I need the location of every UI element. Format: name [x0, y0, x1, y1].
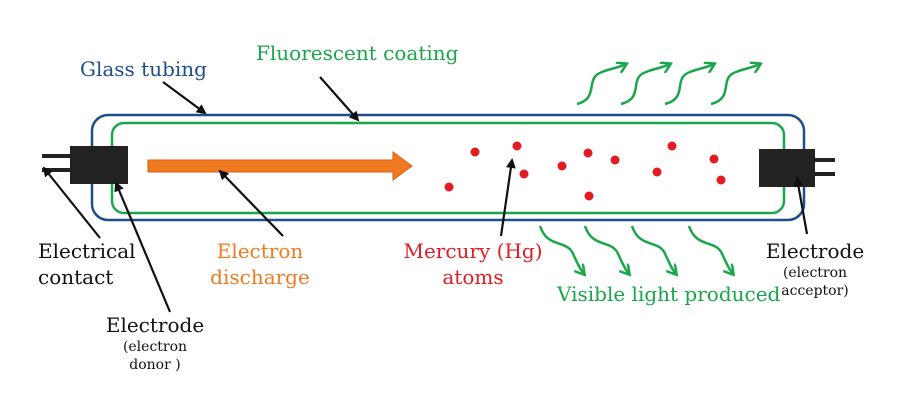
light-ray [538, 225, 584, 274]
electrode-right-sub2: acceptor) [781, 283, 849, 299]
electrode-left-sub1: (electron [122, 339, 188, 355]
mercury-line1: Mercury (Hg) [403, 239, 543, 263]
glass-tubing-pointer [162, 81, 207, 115]
light-ray [630, 225, 676, 274]
mercury-atom [584, 191, 594, 201]
fluorescent-coating-label: Fluorescent coating [256, 41, 459, 65]
light-ray [664, 64, 714, 106]
electrode-left-pointer [114, 181, 172, 313]
light-rays-bottom [538, 225, 733, 274]
light-ray [583, 225, 629, 274]
mercury-atom [444, 182, 454, 192]
light-ray [620, 64, 670, 106]
light-rays-top [576, 64, 760, 106]
mercury-atom [716, 175, 726, 185]
mercury-line2: atoms [442, 265, 504, 289]
right-electrode [759, 149, 835, 187]
mercury-atoms-label: Mercury (Hg) atoms [398, 238, 548, 290]
electrical-contact-line1: Electrical [38, 239, 136, 263]
mercury-pointer [499, 158, 516, 237]
electrical-contact-label: Electrical contact [38, 238, 136, 290]
electrode-left-title: Electrode [105, 313, 205, 337]
coating-pointer [319, 76, 360, 122]
electrical-contact-pointer [42, 166, 101, 239]
electrode-left-sub2: donor ) [129, 357, 181, 373]
mercury-atom [583, 148, 593, 158]
light-ray [576, 64, 626, 106]
glass-tubing-label: Glass tubing [80, 57, 207, 81]
mercury-atoms [444, 141, 726, 201]
electron-discharge-label: Electron discharge [210, 238, 310, 290]
electron-discharge-line2: discharge [210, 265, 310, 289]
light-ray [710, 64, 760, 106]
discharge-pointer [218, 169, 284, 237]
mercury-atom [557, 161, 567, 171]
electrode-left-label: Electrode (electron donor ) [100, 312, 210, 374]
mercury-atom [470, 147, 480, 157]
electrical-contact-line2: contact [38, 265, 114, 289]
electron-discharge-line1: Electron [216, 239, 304, 263]
electron-discharge-arrow [147, 151, 413, 181]
mercury-atom [652, 167, 662, 177]
electrode-right-sub1: (electron [782, 265, 848, 281]
mercury-atom [709, 154, 719, 164]
mercury-atom [512, 141, 522, 151]
mercury-atom [610, 155, 620, 165]
mercury-atom [519, 169, 529, 179]
electrode-right-title: Electrode [765, 239, 865, 263]
mercury-atom [667, 141, 677, 151]
light-ray [687, 225, 733, 274]
electrode-right-label: Electrode (electron acceptor) [760, 238, 870, 300]
electrode-right-pointer [793, 176, 809, 235]
left-electrode [42, 146, 128, 184]
visible-light-label: Visible light produced [557, 282, 781, 306]
